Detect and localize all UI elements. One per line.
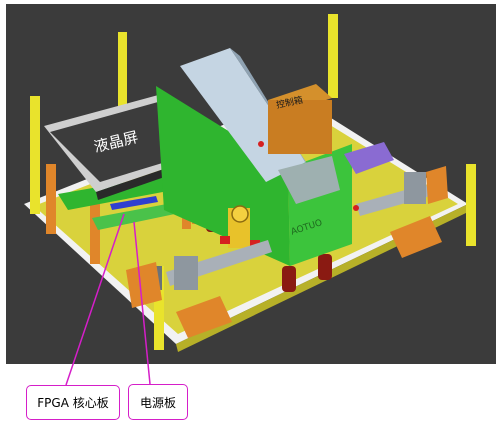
fpga-board-callout: FPGA 核心板 (26, 385, 120, 420)
red-switch (220, 236, 230, 244)
yellow-post-right (466, 164, 476, 246)
red-switch (250, 240, 260, 248)
yellow-post-front (154, 266, 164, 350)
indicator-marker (258, 141, 264, 147)
orange-motor (126, 262, 162, 308)
red-cylinder (282, 266, 296, 292)
yellow-post-left (30, 96, 40, 214)
power-leader-line (133, 221, 151, 385)
indicator-marker (353, 205, 359, 211)
orange-column (90, 194, 100, 264)
power-board-callout: 电源板 (128, 384, 188, 420)
machine-assembly-scene: 液晶屏 控制箱 AOTUO (24, 14, 476, 352)
rail-end-block (174, 256, 198, 290)
orange-motor-base (176, 296, 232, 338)
orange-column (46, 164, 56, 234)
fpga-board-label: FPGA 核心板 (37, 396, 109, 410)
fpga-leader-line (65, 213, 125, 386)
control-box-body (268, 100, 332, 154)
actuator-gauge (231, 205, 249, 223)
cad-viewport: 液晶屏 控制箱 AOTUO (6, 4, 496, 364)
orange-motor-top (426, 166, 448, 204)
chute (278, 156, 340, 204)
yellow-post-top-left (118, 32, 127, 110)
center-green-panel (156, 86, 290, 266)
red-cylinder (318, 254, 332, 280)
orange-motor-base (390, 216, 442, 258)
purple-block (344, 142, 394, 174)
rail-end-block (404, 172, 426, 204)
board-chips (110, 196, 158, 210)
lcd-screen-body (50, 102, 192, 182)
power-board-label: 电源板 (139, 395, 176, 410)
yellow-post-top-right (328, 14, 338, 98)
